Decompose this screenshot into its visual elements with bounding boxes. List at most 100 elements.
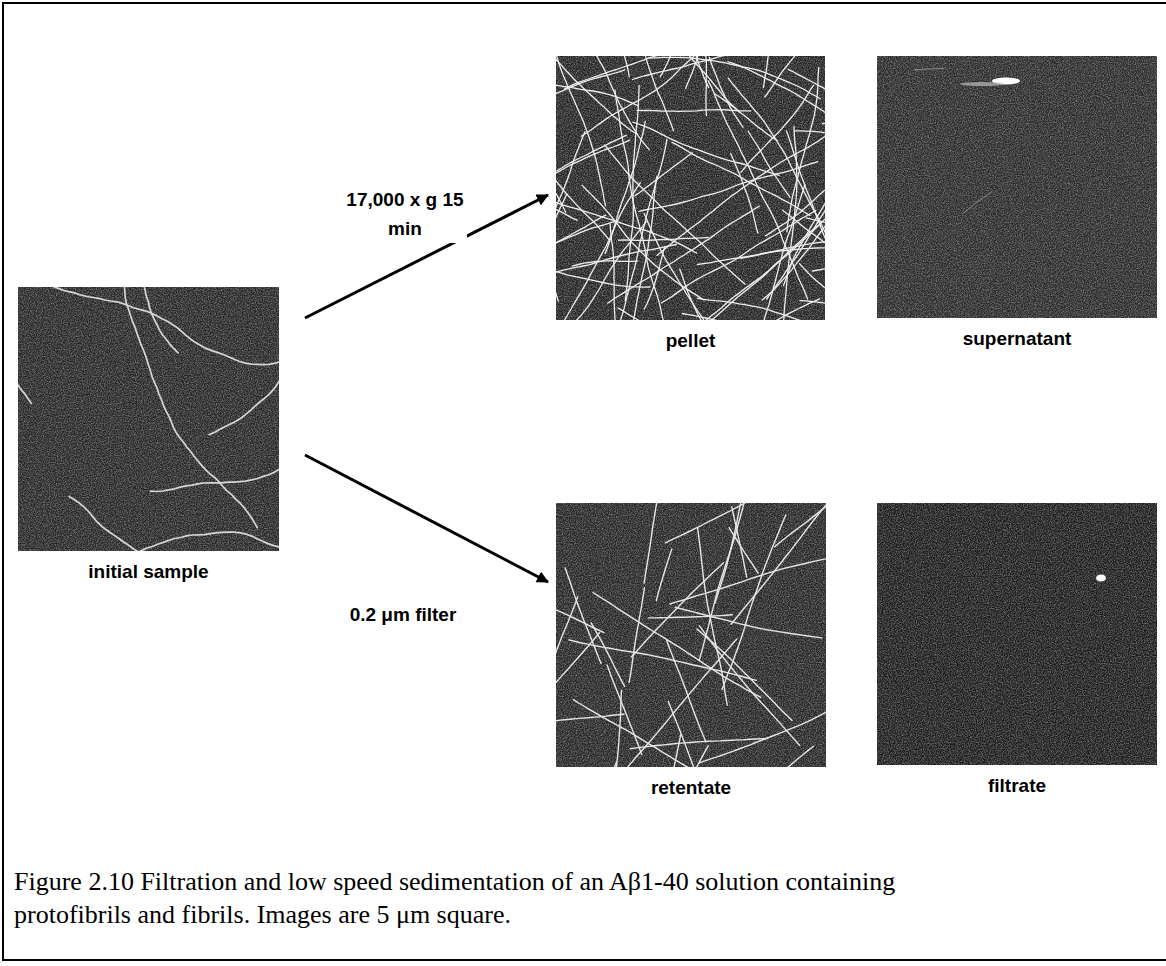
fibril bbox=[613, 690, 622, 767]
afm-image bbox=[877, 56, 1157, 318]
fibril bbox=[644, 213, 733, 320]
fibril bbox=[618, 308, 691, 320]
panel-label: initial sample bbox=[18, 561, 279, 583]
fibril bbox=[624, 56, 740, 112]
fibril bbox=[731, 154, 758, 233]
fibril bbox=[593, 593, 761, 698]
fibril bbox=[637, 110, 751, 112]
fibril bbox=[775, 503, 827, 547]
fibril bbox=[686, 56, 763, 89]
fibril bbox=[787, 131, 826, 244]
process-arrow bbox=[305, 455, 548, 582]
fibril bbox=[557, 135, 626, 171]
fibril bbox=[698, 528, 728, 705]
image-panel: initial sample bbox=[18, 287, 279, 583]
fibril bbox=[18, 287, 279, 365]
fibril bbox=[556, 762, 616, 767]
fibril bbox=[656, 549, 672, 601]
fibril bbox=[767, 189, 825, 299]
aggregate-streak bbox=[960, 82, 1004, 86]
fibril bbox=[605, 145, 745, 284]
fibril bbox=[722, 515, 786, 690]
fibril bbox=[644, 503, 658, 583]
fibril bbox=[625, 85, 639, 300]
image-panel: pellet bbox=[556, 56, 825, 352]
fibril bbox=[123, 287, 257, 528]
figure-caption: Figure 2.10 Filtration and low speed sed… bbox=[14, 866, 944, 931]
fibril bbox=[699, 691, 826, 763]
fibril bbox=[556, 56, 606, 206]
fibril bbox=[556, 56, 636, 134]
fibril bbox=[556, 215, 606, 319]
image-area bbox=[556, 56, 825, 320]
fibril bbox=[556, 714, 624, 730]
fibril bbox=[50, 287, 179, 353]
image-noise bbox=[877, 503, 1157, 765]
fibril bbox=[556, 194, 567, 320]
fibril-group bbox=[18, 287, 279, 551]
panel-label: supernatant bbox=[877, 328, 1157, 350]
aggregate-spot bbox=[1096, 575, 1106, 582]
fibril bbox=[618, 237, 708, 240]
fibril bbox=[556, 183, 640, 320]
panel-label: retentate bbox=[556, 777, 826, 799]
fibril bbox=[652, 735, 681, 767]
image-area bbox=[18, 287, 279, 551]
image-noise bbox=[556, 503, 826, 767]
image-noise bbox=[556, 56, 825, 320]
image-panel: filtrate bbox=[877, 503, 1157, 797]
fibril bbox=[633, 56, 826, 80]
fibril-group bbox=[556, 503, 826, 767]
fibril bbox=[795, 124, 825, 135]
fibril bbox=[705, 56, 708, 115]
fibril bbox=[668, 701, 742, 767]
afm-image bbox=[556, 503, 826, 767]
fibril bbox=[699, 503, 745, 660]
fibril bbox=[556, 116, 609, 240]
arrow-label: 0.2 μm filter bbox=[348, 601, 459, 630]
fibril bbox=[644, 247, 665, 310]
fibril bbox=[709, 57, 743, 127]
image-area bbox=[877, 503, 1157, 765]
fibril bbox=[681, 746, 708, 767]
fibril bbox=[741, 224, 825, 258]
image-panel: retentate bbox=[556, 503, 826, 799]
fibril bbox=[556, 70, 625, 105]
fibril bbox=[18, 287, 31, 403]
fibril-group bbox=[556, 56, 825, 320]
fibril bbox=[69, 497, 276, 551]
afm-image bbox=[556, 56, 825, 320]
fibril bbox=[914, 68, 944, 70]
fibril bbox=[744, 56, 773, 88]
fibril bbox=[735, 299, 820, 320]
fibril-group bbox=[914, 68, 992, 213]
fibril bbox=[698, 298, 825, 320]
fibril bbox=[556, 245, 676, 278]
fibril bbox=[729, 528, 758, 574]
fibril bbox=[649, 615, 733, 618]
fibril bbox=[665, 503, 761, 543]
fibril bbox=[556, 221, 615, 291]
fibril bbox=[151, 430, 279, 492]
panel-label: pellet bbox=[556, 330, 825, 352]
fibril bbox=[599, 177, 657, 321]
fibril bbox=[609, 224, 616, 321]
fibril bbox=[670, 555, 826, 604]
fibril bbox=[731, 503, 826, 624]
fibril bbox=[209, 313, 279, 435]
fibril bbox=[682, 314, 825, 321]
fibril bbox=[607, 665, 642, 755]
fibril bbox=[629, 588, 644, 683]
fibril bbox=[800, 264, 826, 320]
fibril bbox=[675, 607, 822, 638]
fibril bbox=[667, 640, 706, 741]
fibril bbox=[697, 248, 825, 265]
fibril bbox=[591, 623, 625, 687]
image-panel: supernatant bbox=[877, 56, 1157, 350]
image-area bbox=[556, 503, 826, 767]
fibril bbox=[806, 218, 825, 257]
fibril bbox=[963, 192, 992, 214]
fibril bbox=[657, 127, 825, 256]
